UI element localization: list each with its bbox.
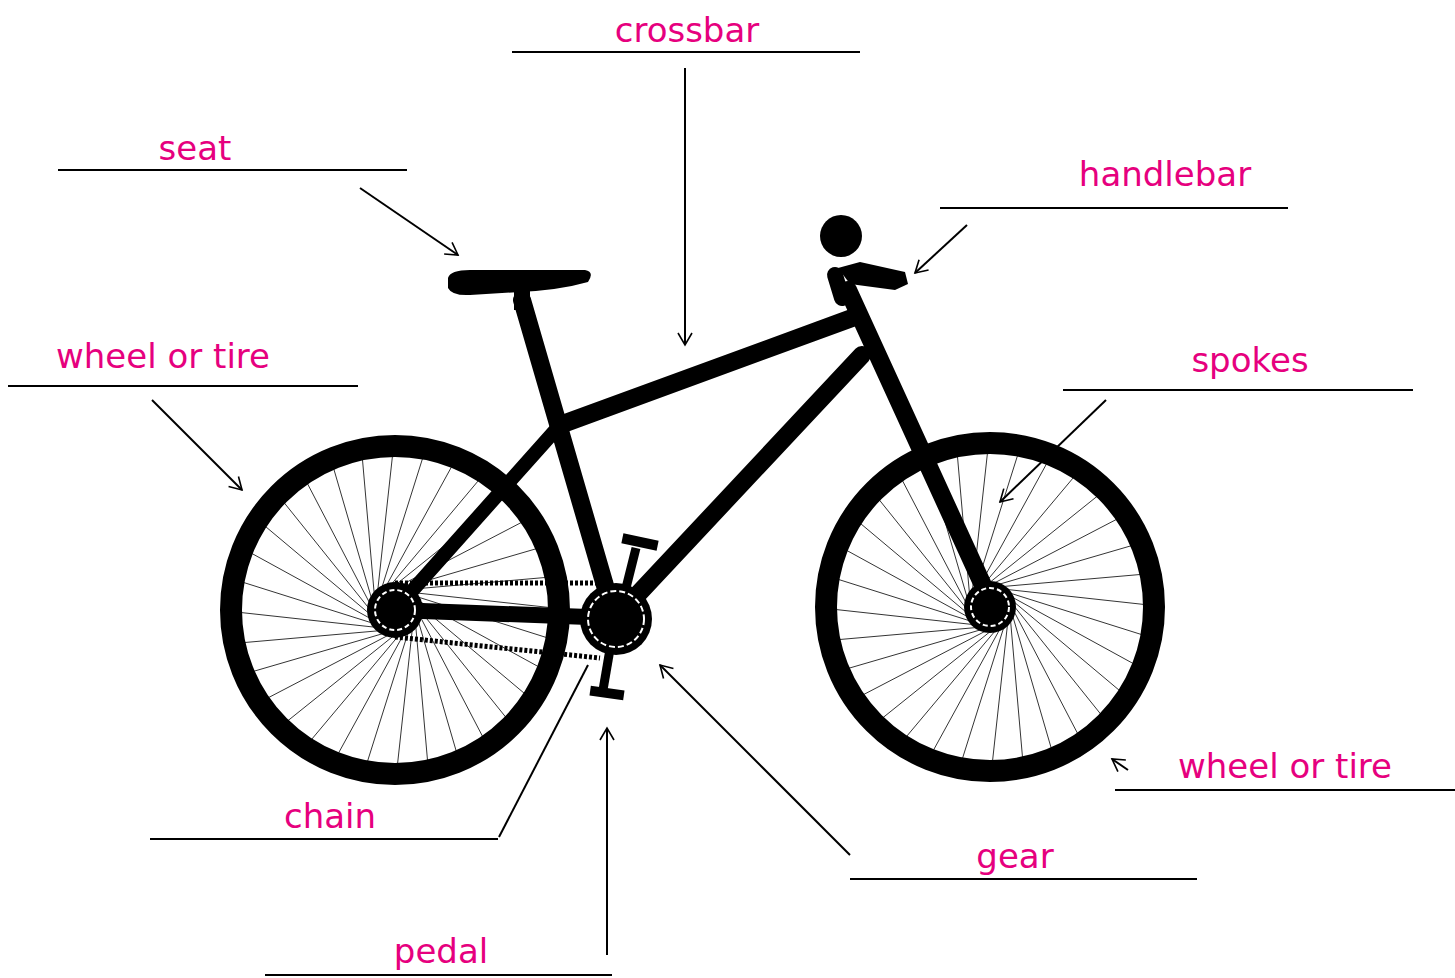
answer-lines (8, 52, 1455, 975)
part-label: crossbar (615, 12, 760, 48)
handlebar-grip (820, 215, 862, 257)
part-label: spokes (1191, 342, 1308, 378)
part-label: seat (159, 130, 232, 166)
spokes (240, 452, 1145, 765)
part-label: wheel or tire (1178, 748, 1392, 784)
frame (395, 275, 992, 620)
part-label: pedal (394, 933, 488, 969)
part-label: handlebar (1079, 156, 1251, 192)
leader-lines (152, 68, 1128, 955)
handlebar (838, 262, 908, 290)
part-label: chain (284, 798, 376, 834)
front-wheel (826, 443, 1154, 771)
part-label: gear (976, 838, 1053, 874)
part-label: wheel or tire (56, 338, 270, 374)
gear (580, 583, 652, 655)
